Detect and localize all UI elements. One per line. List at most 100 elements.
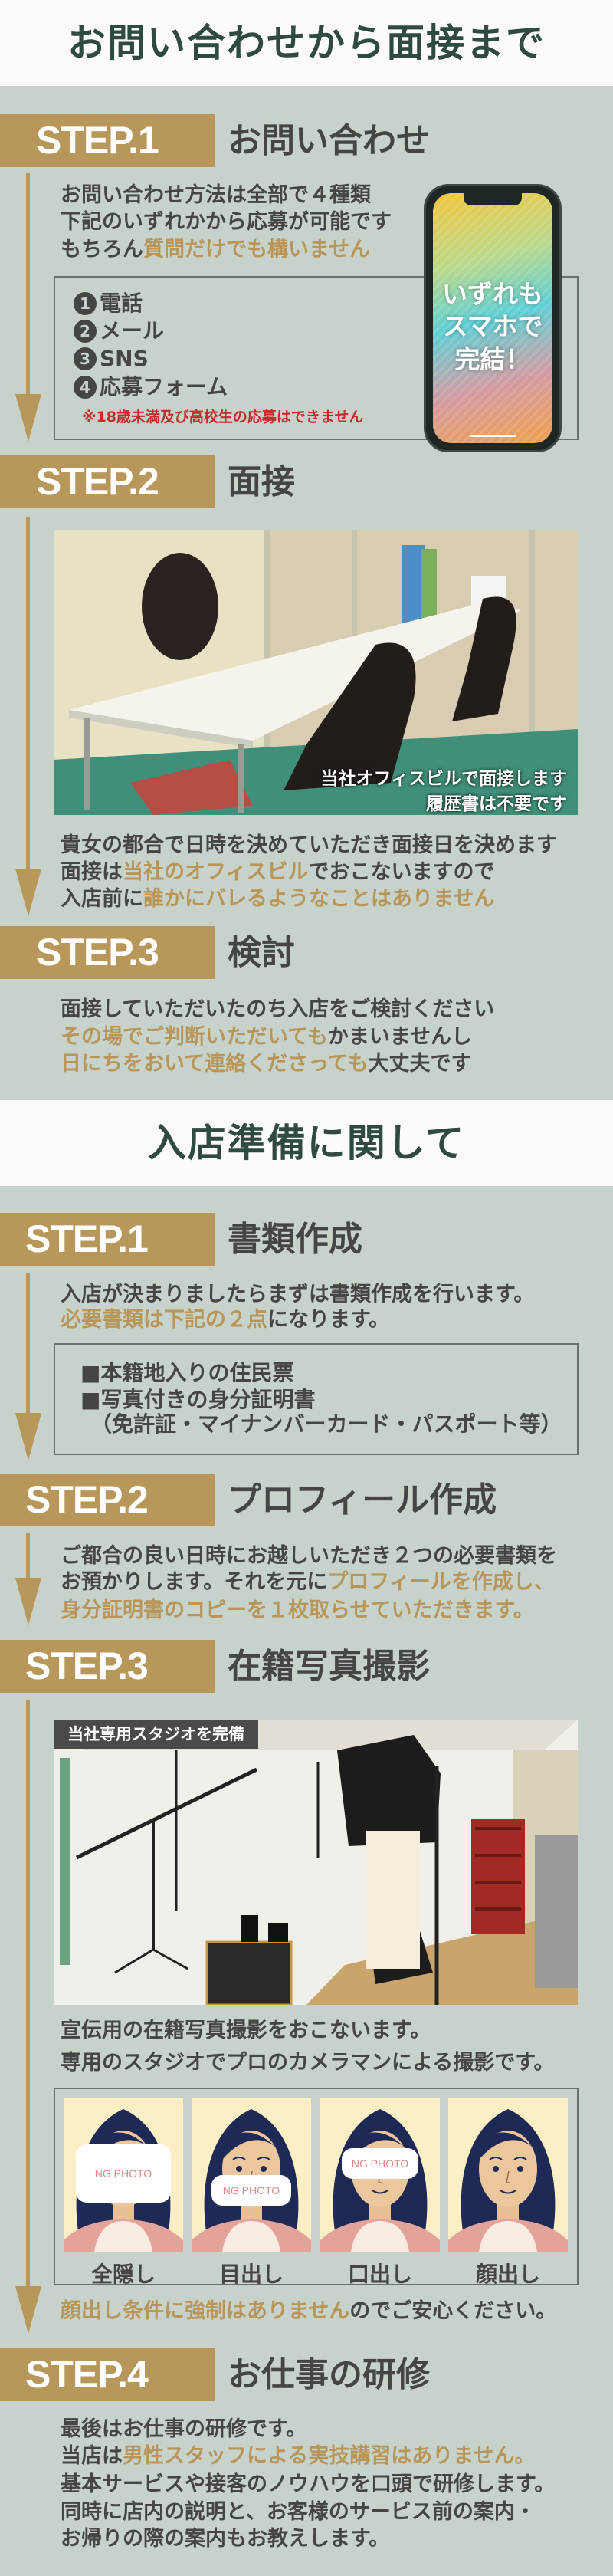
step-badge: STEP.3 xyxy=(0,926,215,979)
body-text: 基本サービスや接客のノウハウを口頭で研修します。 xyxy=(61,2472,556,2496)
number-badge-icon: 3 xyxy=(74,347,97,370)
photo-label: 当社専用スタジオを完備 xyxy=(54,1720,258,1749)
number-badge-icon: 2 xyxy=(74,320,97,343)
step-arrow-line xyxy=(26,1533,30,1586)
photo-caption: 履歴書は不要です xyxy=(426,794,567,814)
step-badge: STEP.4 xyxy=(0,2348,215,2401)
body-text: その場でご判断いただいてもかまいませんし xyxy=(61,1024,472,1051)
step-badge: STEP.3 xyxy=(0,1640,215,1693)
text-segment: 当店は xyxy=(61,2444,123,2468)
body-text: 必要書類は下記の２点になります。 xyxy=(61,1306,389,1334)
face-exposure-options-box: NG PHOTO NG PHOTO NG PHOTO 全隠し 目出し 口出し 顔… xyxy=(54,2088,579,2287)
phone-text: いずれも xyxy=(442,279,543,309)
face-option-label: 顔出し xyxy=(475,2262,540,2287)
office-photo: 当社オフィスビルで面接します 履歴書は不要です xyxy=(54,530,578,815)
woman-portrait-icon: NG PHOTO xyxy=(64,2098,183,2252)
highlight-text: その場でご判断いただいても xyxy=(61,1025,328,1049)
text-segment: かまいませんし xyxy=(327,1025,473,1049)
body-text: もちろん質問だけでも構いません xyxy=(61,236,370,264)
section-header: お問い合わせから面接まで xyxy=(0,0,613,86)
body-text: 同時に店内の説明と、お客様のサービス前の案内・ xyxy=(61,2500,536,2524)
body-text: 入店が決まりましたらまずは書類作成を行います。 xyxy=(61,1283,535,1306)
ng-photo-cover: NG PHOTO xyxy=(76,2144,171,2203)
highlight-text: 必要書類は下記の２点 xyxy=(61,1308,267,1332)
section-title: 入店準備に関して xyxy=(147,1121,466,1165)
body-text: お問い合わせ方法は全部で４種類 xyxy=(61,183,371,207)
svg-text:NG PHOTO: NG PHOTO xyxy=(223,2184,280,2196)
step-title: プロフィール作成 xyxy=(228,1480,497,1520)
step-arrow-line xyxy=(26,173,30,403)
face-option-mouth-shown: NG PHOTO xyxy=(320,2098,440,2252)
highlight-text: 日にちをおいて連絡くださっても xyxy=(61,1052,369,1076)
document-item: ■本籍地入りの住民票 xyxy=(80,1360,294,1385)
face-option-label: 口出し xyxy=(347,2262,412,2287)
highlight-text: プロフィールを作成し、 xyxy=(327,1570,555,1594)
phone-notch xyxy=(464,193,522,205)
arrow-down-icon xyxy=(15,2286,41,2334)
age-warning-note: ※18歳未満及び高校生の応募はできません xyxy=(82,409,364,426)
number-badge-icon: 1 xyxy=(74,292,97,315)
text-segment: 面接は xyxy=(61,860,123,884)
required-documents-box xyxy=(54,1343,579,1455)
contact-methods-box xyxy=(54,276,579,440)
face-option-label: 全隠し xyxy=(90,2262,156,2287)
body-text: 下記のいずれかから応募が可能です xyxy=(61,210,392,234)
step-title: 検討 xyxy=(228,933,295,972)
body-text: お預かりします。それを元にプロフィールを作成し、 xyxy=(61,1569,555,1596)
step-badge: STEP.2 xyxy=(0,455,215,508)
body-text: 専用のスタジオでプロのカメラマンによる撮影です。 xyxy=(61,2051,555,2075)
arrow-down-icon xyxy=(15,394,41,442)
body-text: 宣伝用の在籍写真撮影をおこないます。 xyxy=(61,2019,431,2042)
section-title: お問い合わせから面接まで xyxy=(67,21,546,65)
step-title: 在籍写真撮影 xyxy=(228,1647,430,1686)
step-title: 面接 xyxy=(228,462,295,501)
method-label: SNS xyxy=(100,346,149,371)
body-text: ご都合の良い日時にお越しいただき２つの必要書類を xyxy=(61,1544,557,1568)
woman-portrait-icon: NG PHOTO xyxy=(320,2098,440,2252)
highlight-text: 男性スタッフによる実技講習はありません。 xyxy=(123,2444,536,2468)
phone-text: 完結！ xyxy=(454,344,531,374)
text-segment: 大丈夫です xyxy=(368,1052,472,1076)
smartphone-illustration: いずれも スマホで 完結！ xyxy=(424,184,562,452)
home-indicator xyxy=(470,435,516,437)
svg-text:NG PHOTO: NG PHOTO xyxy=(352,2157,409,2170)
ng-photo-cover: NG PHOTO xyxy=(342,2148,418,2179)
photo-caption: 当社オフィスビルで面接します xyxy=(320,769,567,789)
woman-portrait-icon: NG PHOTO xyxy=(192,2098,311,2252)
method-label: 電話 xyxy=(100,291,143,316)
body-text: 貴女の都合で日時を決めていただき面接日を決めます xyxy=(61,833,557,857)
section-header: 入店準備に関して xyxy=(0,1100,613,1186)
body-text: 日にちをおいて連絡くださっても大丈夫です xyxy=(61,1050,472,1078)
text-segment: のでご安心ください。 xyxy=(349,2299,557,2323)
number-badge-icon: 4 xyxy=(74,376,97,399)
step-arrow-line xyxy=(26,1700,30,2298)
text-segment: お預かりします。それを元に xyxy=(61,1570,328,1594)
phone-text: スマホで xyxy=(442,311,543,341)
woman-portrait-icon xyxy=(448,2098,568,2252)
arrow-down-icon xyxy=(15,1413,41,1460)
body-text: 入店前に誰かにバレるようなことはありません xyxy=(61,886,494,913)
step-title: お仕事の研修 xyxy=(228,2355,430,2394)
arrow-down-icon xyxy=(15,869,41,916)
arrow-down-icon xyxy=(15,1578,41,1625)
phone-screen: いずれも スマホで 完結！ xyxy=(433,193,552,443)
step-badge: STEP.1 xyxy=(0,114,215,167)
photo-studio-image xyxy=(54,1720,578,2005)
highlight-text: 顔出し条件に強制はありません xyxy=(61,2299,350,2323)
studio-photo: 当社専用スタジオを完備 xyxy=(54,1720,578,2005)
step-title: 書類作成 xyxy=(228,1220,362,1259)
face-option-full-cover: NG PHOTO xyxy=(64,2098,183,2252)
step-arrow-line xyxy=(26,1273,30,1418)
body-text: 面接していただいたのち入店をご検討ください xyxy=(61,997,495,1021)
document-item: ■写真付きの身分証明書 xyxy=(80,1387,316,1412)
highlight-text: 質問だけでも構いません xyxy=(143,238,371,261)
body-text: 当店は男性スタッフによる実技講習はありません。 xyxy=(61,2443,535,2470)
text-segment: になります。 xyxy=(267,1308,390,1332)
highlight-text: 当社のオフィスビル xyxy=(123,860,309,884)
body-text: 身分証明書のコピーを１枚取らせていただきます。 xyxy=(61,1598,534,1622)
body-text: 最後はお仕事の研修です。 xyxy=(61,2417,307,2441)
